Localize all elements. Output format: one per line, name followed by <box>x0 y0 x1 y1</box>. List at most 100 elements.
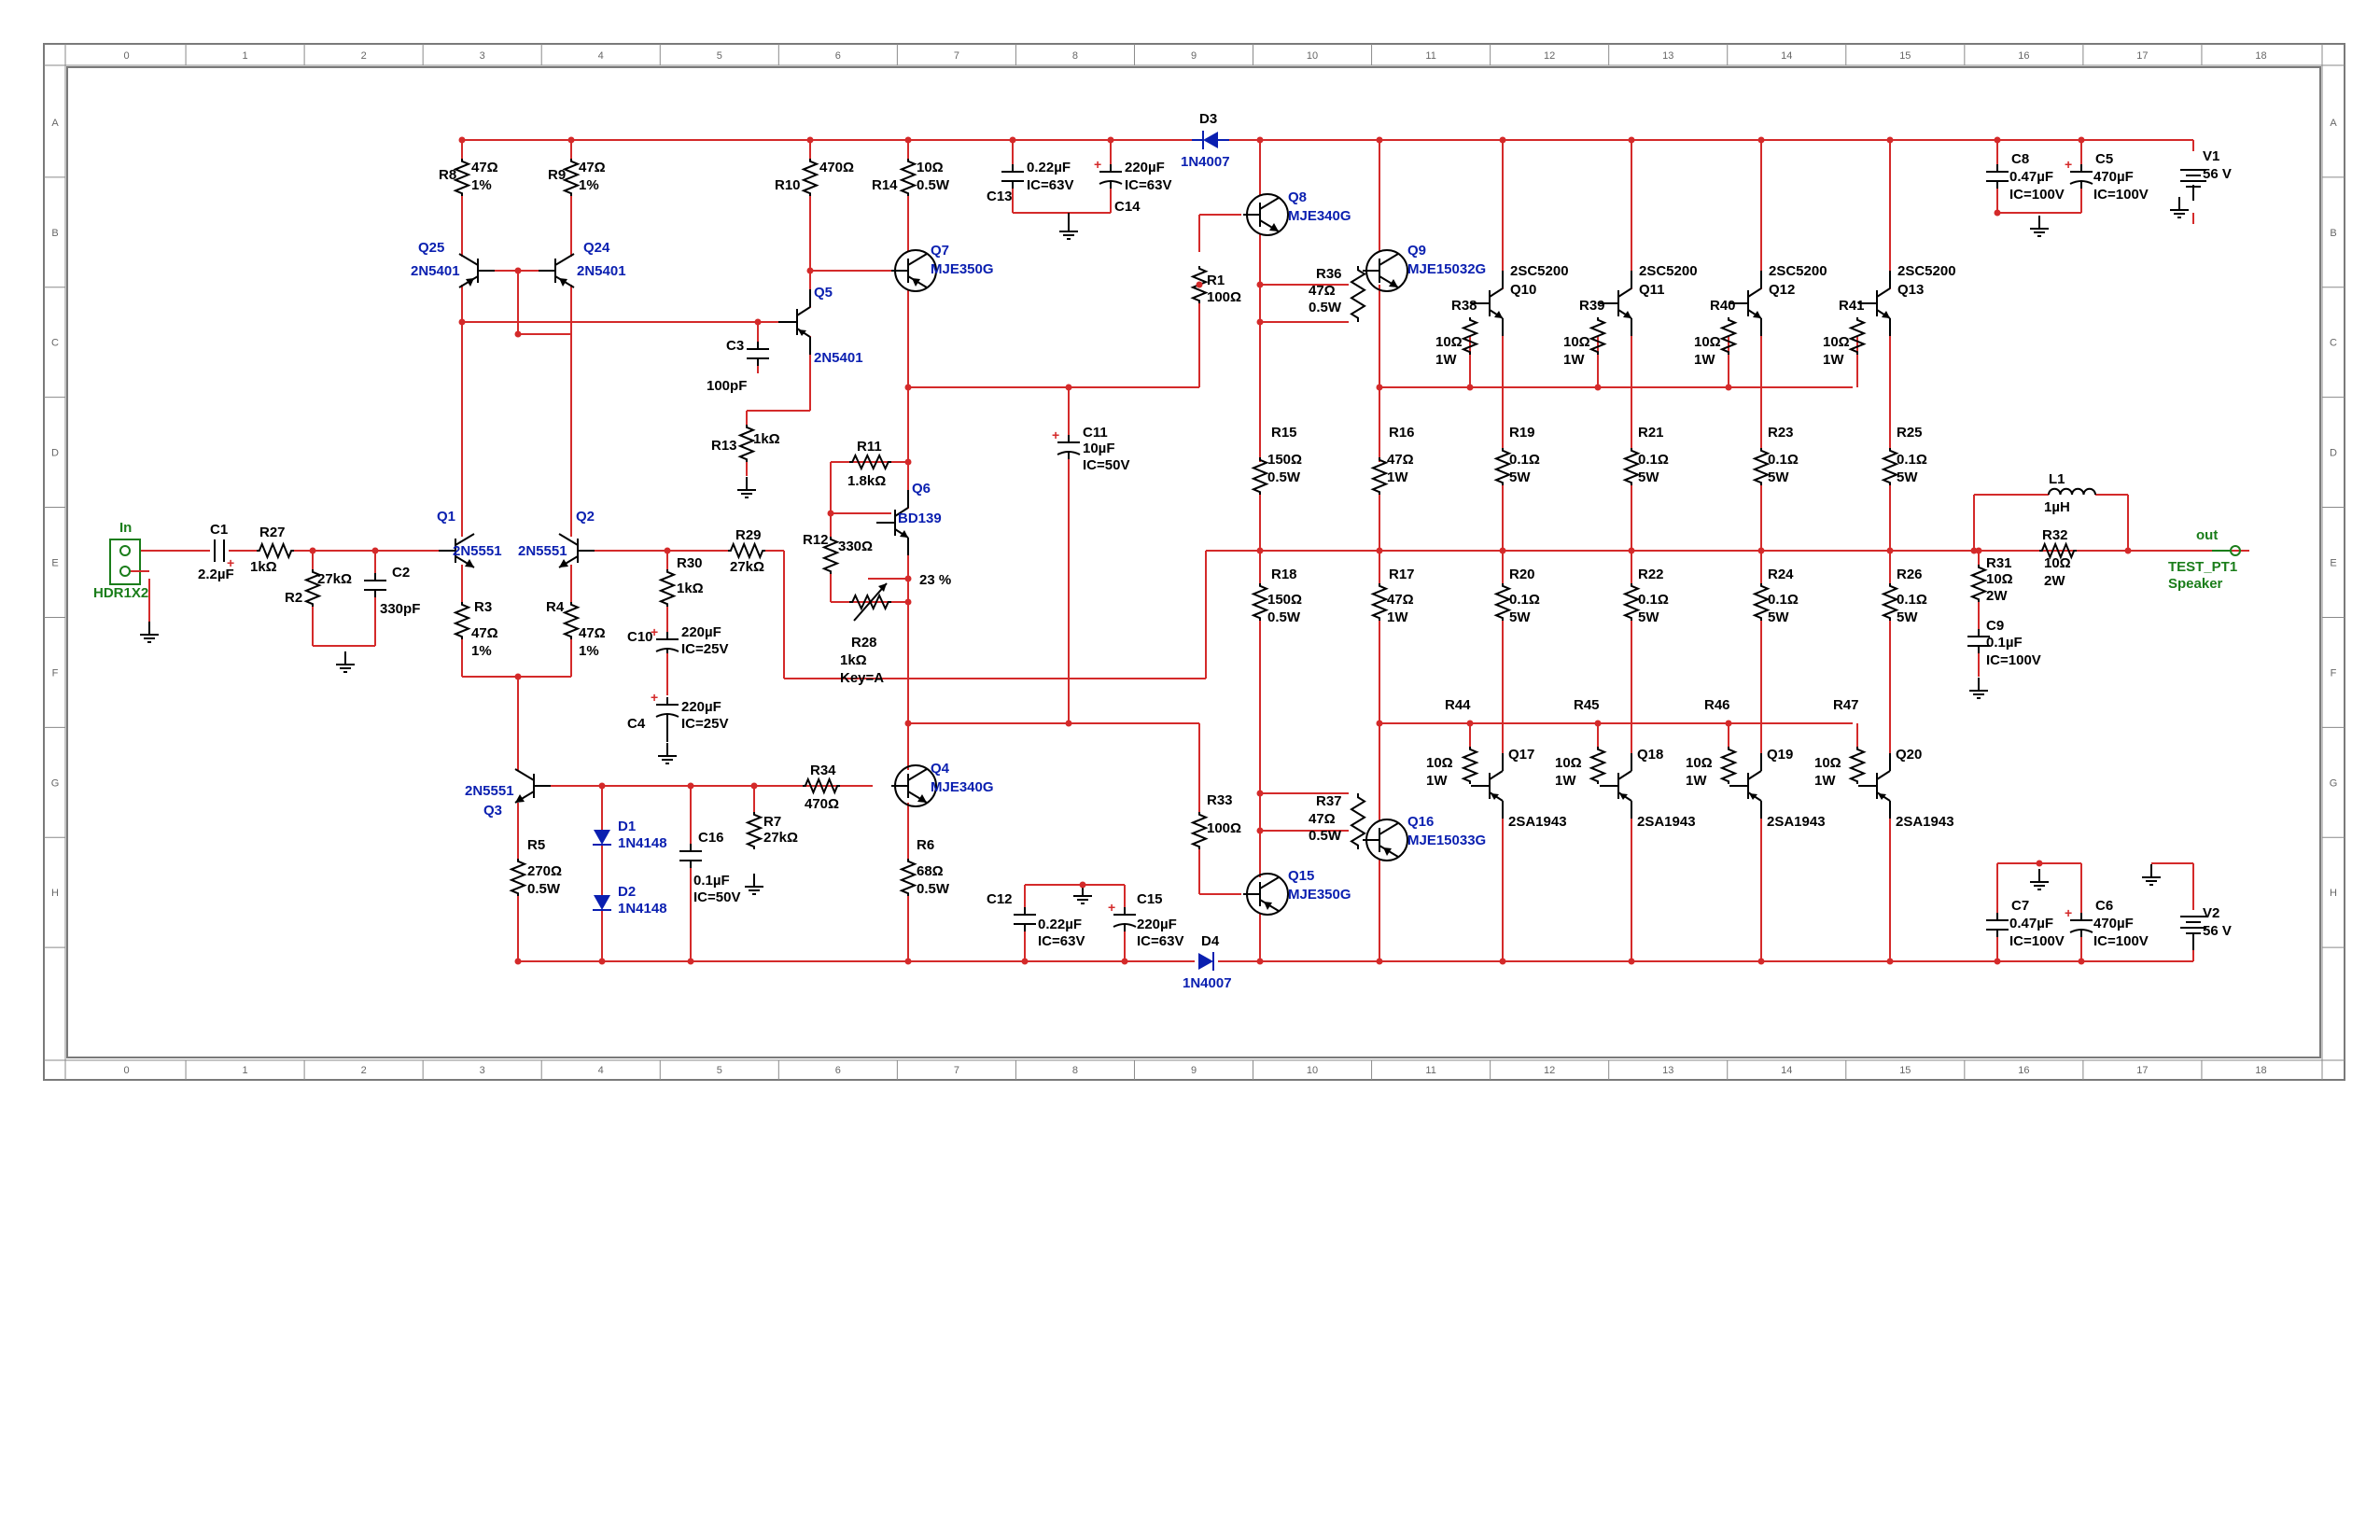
label-R29-value: 27kΩ <box>730 559 764 575</box>
resistor-R23 <box>1752 448 1771 485</box>
border-col-label-bottom: 1 <box>243 1065 248 1076</box>
label-R9-value: 47Ω <box>579 160 606 175</box>
label-V2-ref: V2 <box>2203 905 2219 921</box>
border-col-label-top: 16 <box>2018 50 2029 62</box>
label-Q16-value: MJE15033G <box>1407 833 1486 848</box>
resistor-R39 <box>1589 317 1607 355</box>
diode-D4 <box>1198 952 1214 971</box>
border-col-label-top: 14 <box>1781 50 1792 62</box>
resistor-R33 <box>1190 812 1209 849</box>
border-row-label-right: H <box>2330 888 2337 899</box>
label-R5-extra: 0.5W <box>527 881 561 897</box>
svg-text:+: + <box>2065 157 2072 172</box>
label-R37-ref: R37 <box>1316 793 1342 809</box>
label-R14-extra: 0.5W <box>917 177 950 193</box>
battery-V2 <box>2180 916 2206 934</box>
resistor-R27 <box>257 541 294 560</box>
border-col-label-top: 9 <box>1191 50 1197 62</box>
ground-symbol <box>1073 883 1092 904</box>
ground-symbol <box>745 874 763 895</box>
label-C14-extra: IC=63V <box>1125 177 1171 193</box>
label-C9-extra: IC=100V <box>1986 652 2041 668</box>
label-R28-pct: 23 % <box>919 572 951 588</box>
capacitor-C7 <box>1986 913 2009 937</box>
label-R39-ref: R39 <box>1579 298 1605 314</box>
resistor-R32 <box>2039 541 2077 560</box>
capacitor-C9 <box>1967 629 1990 653</box>
border-row-label-left: D <box>51 448 59 459</box>
transistor-Q16 <box>1363 819 1408 861</box>
label-C11-extra: IC=50V <box>1083 457 1129 473</box>
border-col-label-top: 4 <box>598 50 604 62</box>
capacitor-C2 <box>364 573 386 597</box>
border-col-label-bottom: 16 <box>2018 1065 2029 1076</box>
label-R36-extra: 0.5W <box>1309 300 1342 315</box>
border-row-label-left: G <box>51 777 60 789</box>
label-C16-extra: IC=50V <box>693 889 740 905</box>
resistor-R14 <box>899 159 917 196</box>
label-IN-value: HDR1X2 <box>93 585 148 601</box>
label-R41-value: 10Ω <box>1823 334 1850 350</box>
label-R32-extra: 2W <box>2044 573 2065 589</box>
svg-text:+: + <box>651 624 658 639</box>
label-Q4-value: MJE340G <box>931 779 994 795</box>
label-R33-value: 100Ω <box>1207 820 1241 836</box>
capacitor-C15: + <box>1108 900 1137 931</box>
transistor-Q12 <box>1729 271 1762 336</box>
label-R23-extra: 5W <box>1768 469 1789 485</box>
label-R34-value: 470Ω <box>805 796 839 812</box>
border-col-label-top: 15 <box>1899 50 1911 62</box>
transistor-Q3 <box>514 768 551 804</box>
label-D4-ref: D4 <box>1201 933 1220 949</box>
label-C13-ref: C13 <box>987 189 1013 204</box>
border-col-label-top: 0 <box>123 50 129 62</box>
resistor-R19 <box>1493 448 1512 485</box>
ground-symbol <box>336 651 355 673</box>
label-C3-value: 100pF <box>707 378 747 394</box>
border-col-label-top: 5 <box>717 50 722 62</box>
capacitor-C13 <box>1001 164 1024 189</box>
label-C9-value: 0.1µF <box>1986 635 2023 651</box>
label-C11-ref: C11 <box>1083 425 1108 441</box>
label-Q7-value: MJE350G <box>931 261 994 277</box>
label-Q11-ref: Q11 <box>1639 282 1665 298</box>
transistor-Q4 <box>891 764 937 807</box>
label-C16-ref: C16 <box>698 830 724 846</box>
label-C7-value: 0.47µF <box>2009 916 2053 931</box>
capacitor-C12 <box>1014 907 1036 931</box>
label-R41-extra: 1W <box>1823 352 1844 368</box>
input-header-HDR1X2 <box>109 539 149 585</box>
resistor-R22 <box>1622 583 1641 621</box>
label-Q24-ref: Q24 <box>583 240 610 256</box>
transistor-Q11 <box>1600 271 1632 336</box>
ground-symbol <box>2170 197 2189 218</box>
label-R23-value: 0.1Ω <box>1768 452 1799 468</box>
label-R6-ref: R6 <box>917 837 934 853</box>
label-C15-extra: IC=63V <box>1137 933 1183 949</box>
border-col-label-top: 1 <box>243 50 248 62</box>
capacitor-C4: + <box>651 690 679 721</box>
ground-symbol <box>2030 216 2049 237</box>
label-R31-ref: R31 <box>1986 555 2012 571</box>
svg-text:+: + <box>1108 900 1115 915</box>
label-R39-value: 10Ω <box>1563 334 1590 350</box>
resistor-R45 <box>1589 747 1607 784</box>
label-C15-value: 220µF <box>1137 917 1177 932</box>
resistor-R34 <box>803 777 840 795</box>
label-R5-value: 270Ω <box>527 863 562 879</box>
label-Q18-ref: Q18 <box>1637 747 1663 763</box>
label-D1-value: 1N4148 <box>618 835 667 851</box>
transistor-Q2 <box>558 533 595 568</box>
resistor-R10 <box>801 159 819 196</box>
label-C12-extra: IC=63V <box>1038 933 1085 949</box>
border-col-label-top: 11 <box>1425 50 1435 62</box>
label-R30-ref: R30 <box>677 555 703 571</box>
label-R25-extra: 5W <box>1897 469 1918 485</box>
border-col-label-bottom: 15 <box>1899 1065 1911 1076</box>
label-Q1-ref: Q1 <box>437 509 455 525</box>
label-R17-extra: 1W <box>1387 609 1408 625</box>
label-Q19-ref: Q19 <box>1767 747 1793 763</box>
resistor-R18 <box>1251 583 1269 621</box>
label-OUT-ref: out <box>2196 527 2218 543</box>
